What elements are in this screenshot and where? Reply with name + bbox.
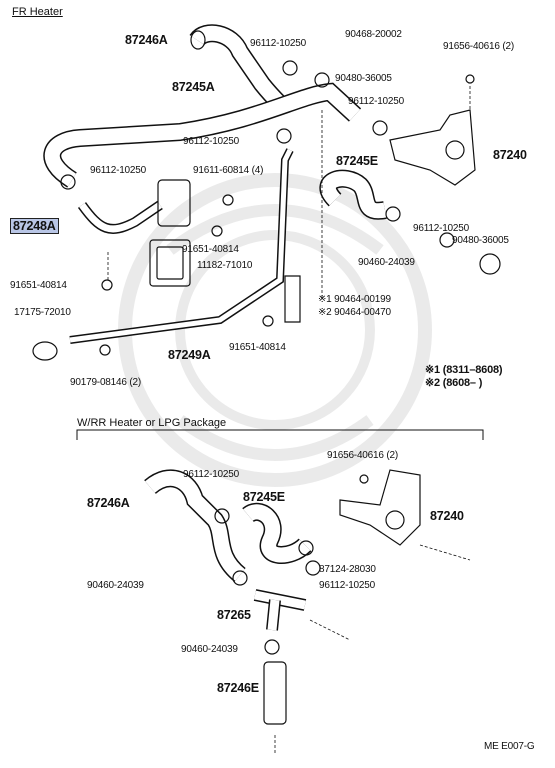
note-1: ※1 (8311–8608) [425, 364, 503, 376]
part-label-87249a[interactable]: 87249A [168, 348, 211, 362]
part-label-87246e[interactable]: 87246E [217, 681, 259, 695]
leader-lines-top [107, 86, 471, 300]
part-label-90460-a[interactable]: 90460-24039 [358, 257, 415, 268]
part-label-91611[interactable]: 91611-60814 (4) [193, 165, 264, 176]
part-label-91656-a[interactable]: 91656-40616 (2) [443, 41, 514, 52]
part-label-87246a-bottom[interactable]: 87246A [87, 496, 130, 510]
flange-plate [157, 179, 191, 227]
section-title-fr-heater: FR Heater [12, 6, 63, 18]
part-label-90460-b[interactable]: 90460-24039 [87, 580, 144, 591]
tee-87265 [253, 589, 307, 631]
part-label-91651-c[interactable]: 91651-40814 [229, 342, 286, 353]
part-label-96112-g[interactable]: 96112-10250 [319, 580, 376, 591]
gasket-11182 [149, 239, 191, 287]
part-label-96112-e[interactable]: 96112-10250 [413, 223, 470, 234]
part-label-90464-1[interactable]: ※1 90464-00199 [318, 294, 391, 305]
part-label-11182[interactable]: 11182-71010 [197, 260, 253, 271]
hose-87245e-bottom [242, 502, 312, 564]
gasket-90464 [284, 275, 301, 323]
diagram-code: ME E007-G [484, 741, 535, 752]
pipe-stubs-bottom [274, 544, 471, 755]
part-label-87240-bottom[interactable]: 87240 [430, 509, 464, 523]
part-label-90468[interactable]: 90468-20002 [345, 29, 402, 40]
part-label-87248a[interactable]: 87248A [10, 218, 59, 234]
part-label-96112-d[interactable]: 96112-10250 [90, 165, 147, 176]
hose-87246a-bottom [144, 469, 247, 583]
part-label-91651-b[interactable]: 91651-40814 [10, 280, 67, 291]
part-label-87124[interactable]: 87124-28030 [319, 564, 376, 575]
hose-87245e-top [319, 169, 387, 220]
part-label-96112-b[interactable]: 96112-10250 [348, 96, 405, 107]
section2-bracket [76, 429, 484, 440]
valve-87240-bottom [339, 469, 421, 546]
hose-87245a [43, 82, 362, 188]
part-label-96112-a[interactable]: 96112-10250 [250, 38, 307, 49]
section-title-rr-heater: W/RR Heater or LPG Package [77, 417, 227, 429]
part-label-87246a[interactable]: 87246A [125, 33, 168, 47]
pipe-87248a [77, 200, 163, 234]
pipe-87249a [32, 148, 294, 361]
part-label-87245e-bottom[interactable]: 87245E [243, 490, 285, 504]
part-label-87240-top[interactable]: 87240 [493, 148, 527, 162]
clamps-bottom [214, 508, 321, 655]
part-label-96112-c[interactable]: 96112-10250 [183, 136, 240, 147]
bolts-top [99, 194, 274, 356]
part-label-96112-f[interactable]: 96112-10250 [183, 469, 240, 480]
valve-87240-top [389, 74, 476, 186]
part-label-90480-b[interactable]: 90480-36005 [452, 235, 509, 246]
part-label-90480-a[interactable]: 90480-36005 [335, 73, 392, 84]
part-label-17175[interactable]: 17175-72010 [14, 307, 71, 318]
clamps-top [60, 60, 501, 275]
part-label-91656-b[interactable]: 91656-40616 (2) [327, 450, 398, 461]
part-label-87265[interactable]: 87265 [217, 608, 251, 622]
part-label-87245e-top[interactable]: 87245E [336, 154, 378, 168]
hose-87246e [263, 661, 287, 725]
part-label-91651-a[interactable]: 91651-40814 [182, 244, 239, 255]
note-2: ※2 (8608– ) [425, 377, 483, 389]
part-label-90464-2[interactable]: ※2 90464-00470 [318, 307, 391, 318]
part-label-90460-c[interactable]: 90460-24039 [181, 644, 238, 655]
part-label-90179[interactable]: 90179-08146 (2) [70, 377, 141, 388]
part-label-87245a[interactable]: 87245A [172, 80, 215, 94]
